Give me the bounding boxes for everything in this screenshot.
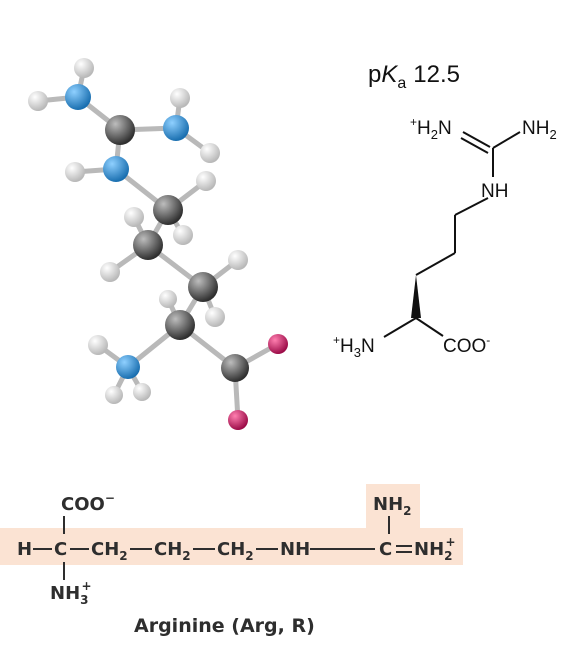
carbon-atom: [221, 354, 249, 382]
carboxyl-group-label: COO−: [61, 491, 115, 515]
hydrogen-atom: [133, 383, 151, 401]
carbon-atom: [105, 115, 135, 145]
hydrogen-atom: [170, 88, 190, 108]
guanidino-highlight: [366, 484, 420, 530]
hydrogen-atom: [173, 225, 193, 245]
carbon-atom: [188, 272, 218, 302]
oxygen-atom: [228, 410, 248, 430]
nh-group-label: NH: [280, 539, 310, 560]
ch2-group-1: CH2: [91, 539, 128, 563]
hydrogen-atom: [200, 143, 220, 163]
amino-acid-name: Arginine (Arg, R): [134, 615, 315, 637]
carbon-atom: [153, 195, 183, 225]
ch2-group-3: CH2: [217, 539, 254, 563]
guanidinium-nh2-label: NH2: [522, 118, 557, 142]
alpha-carbon-label: C: [54, 539, 67, 560]
guanidino-nh2-plus-label: NH2+: [414, 535, 456, 563]
carboxylate-label: COO-: [443, 333, 490, 357]
guanidino-nh2-label: NH2: [373, 494, 412, 518]
hydrogen-label: H: [17, 539, 32, 560]
ball-and-stick-model: [28, 58, 288, 430]
nitrogen-atom: [65, 84, 91, 110]
hydrogen-atom: [74, 58, 94, 78]
guanidinium-nh2-plus-label: +H2N: [410, 115, 452, 142]
nitrogen-atom: [103, 156, 129, 182]
hydrogen-atom: [228, 250, 248, 270]
side-chain-highlight: [0, 528, 463, 565]
carbon-atom: [133, 230, 163, 260]
skeletal-structure: +H2N NH2 NH +H3N COO-: [333, 115, 557, 360]
hydrogen-atom: [196, 171, 216, 191]
amide-nh-label: NH: [481, 181, 508, 202]
wedge-bond: [411, 275, 421, 318]
nitrogen-atom: [163, 115, 189, 141]
ch2-group-2: CH2: [154, 539, 191, 563]
guanidino-carbon-label: C: [379, 539, 392, 560]
carbon-atom: [165, 310, 195, 340]
hydrogen-atom: [205, 307, 225, 327]
hydrogen-atom: [28, 91, 48, 111]
hydrogen-atom: [105, 386, 123, 404]
hydrogen-atom: [65, 162, 85, 182]
oxygen-atom: [268, 334, 288, 354]
nitrogen-atom: [116, 355, 140, 379]
condensed-formula: COO− NH2 H C CH2 CH2 CH2 NH C NH2+ NH3+ …: [0, 484, 463, 637]
alpha-amine-label: +H3N: [333, 333, 375, 360]
hydrogen-atom: [124, 207, 144, 227]
model-atoms: [28, 58, 288, 430]
hydrogen-atom: [88, 335, 108, 355]
amino-group-label: NH3+: [50, 579, 92, 607]
hydrogen-atom: [100, 262, 120, 282]
hydrogen-atom: [159, 290, 177, 308]
